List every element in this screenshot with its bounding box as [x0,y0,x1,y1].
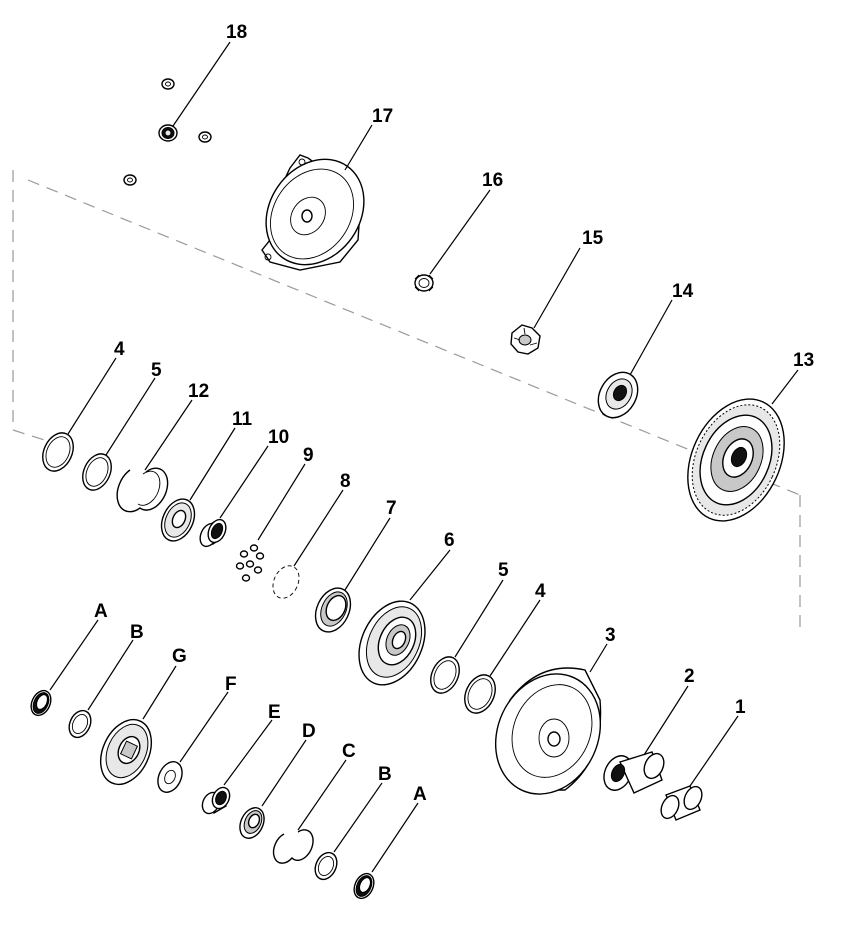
part-10-bearing [199,518,227,548]
part-14-flanged-washer [597,371,639,419]
part-B-washer-left [68,709,92,739]
callout-D: D [302,721,316,742]
callout-15: 15 [582,228,604,249]
part-5-washer-middle [430,656,460,694]
part-17-cover-plate [261,154,365,271]
callout-7: 7 [386,498,397,519]
part-4-washer-middle [464,674,496,714]
part-12-snap-ring [116,467,169,513]
callout-2: 2 [684,666,695,687]
callout-5-middle: 5 [498,560,509,581]
callout-9: 9 [303,445,314,466]
part-11-thrust-washer [160,498,196,542]
callout-14: 14 [672,281,694,302]
callout-10: 10 [268,427,289,448]
callout-13: 13 [793,350,814,371]
part-D-seal [239,807,265,839]
part-E-bearing [201,786,231,815]
part-C-snap-ring [272,829,314,864]
part-13-toothed-disc [687,398,785,522]
callout-B-left: B [130,622,144,643]
callout-F: F [225,674,237,695]
part-A-seal-left [30,689,52,717]
part-1-bushing [660,785,703,821]
part-4-washer-upper [42,432,74,472]
callout-6: 6 [444,530,455,551]
callout-A-right: A [413,784,427,805]
callout-4-upper: 4 [114,339,125,360]
callout-1: 1 [735,697,746,718]
part-2-flanged-shaft [603,751,665,794]
callout-4-middle: 4 [535,581,546,602]
part-B-washer-right [314,851,338,881]
subassembly-boundary [12,170,801,628]
callout-B-right: B [378,764,392,785]
callout-A-left: A [94,601,108,622]
part-F-thrust-washer [157,761,183,793]
callout-17: 17 [372,106,393,127]
callout-G: G [172,646,187,667]
callout-E: E [268,702,281,723]
part-18-bearing-set [123,78,212,186]
callout-8: 8 [340,471,351,492]
part-G-gear [99,718,153,786]
part-3-drum [494,667,602,795]
part-16-nut [414,274,434,292]
callout-12: 12 [188,381,209,402]
part-8-cage [272,565,300,599]
callout-11: 11 [232,409,253,430]
callout-18: 18 [226,22,247,43]
callout-5-upper: 5 [151,360,162,381]
part-A-seal-right [353,872,375,900]
callout-C: C [342,741,356,762]
part-7-clutch-hub [314,587,352,633]
part-5-washer-upper [82,453,112,491]
callout-16: 16 [482,170,503,191]
callout-3: 3 [605,625,616,646]
part-9-rollers [235,544,265,582]
part-6-sprocket [358,600,426,686]
part-15-tab-washer [510,324,541,355]
